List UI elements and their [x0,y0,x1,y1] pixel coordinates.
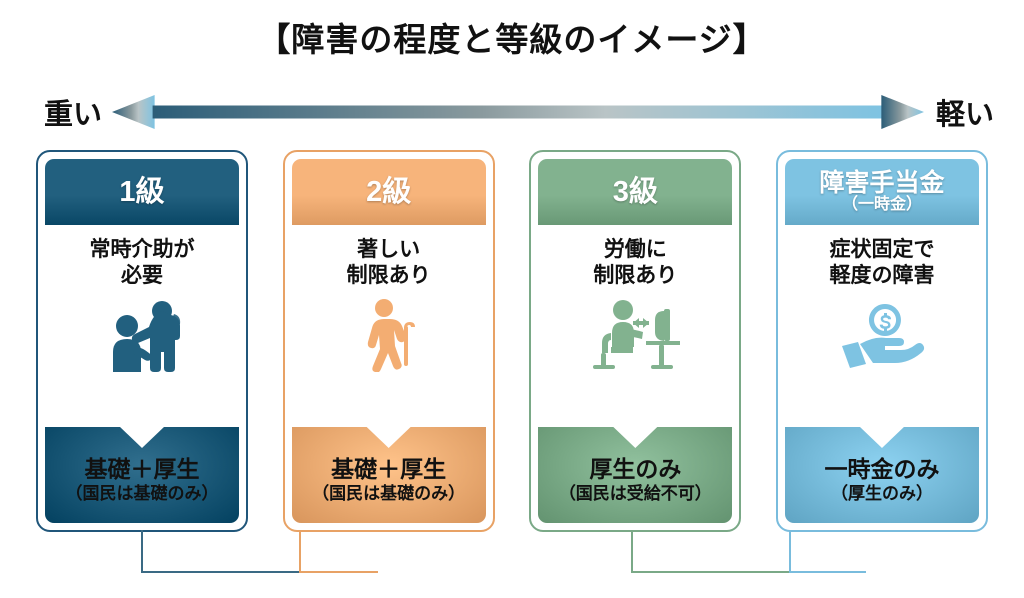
grade-card-1-benefit-note: （国民は基礎のみ） [65,484,219,504]
chevron-down-notch-icon [365,426,412,448]
hand-coin-icon [836,296,928,374]
grade-card-allowance[interactable]: 障害手当金 （一時金） 症状固定で 軽度の障害 [775,150,988,532]
desk-worker-icon [589,296,681,374]
grade-card-3-benefit-note: （国民は受給不可） [558,484,712,504]
grade-card-3-header: 3級 [538,159,733,225]
grade-card-allowance-footer: 一時金のみ （厚生のみ） [784,426,979,523]
grade-card-1-title: 1級 [119,175,165,208]
grade-card-1-header: 1級 [45,159,239,225]
grade-card-allowance-benefit-note: （厚生のみ） [830,484,933,504]
grade-card-allowance-description: 症状固定で 軽度の障害 [829,238,935,288]
grade-card-3-description: 労働に 制限あり [593,238,678,288]
grade-card-2-benefit: 基礎＋厚生 [331,455,447,482]
grade-card-list: 1級 常時介助が 必要 [0,150,1024,540]
grade-card-2-footer: 基礎＋厚生 （国民は基礎のみ） [291,426,486,523]
walking-cane-icon [343,296,435,374]
page-title: 【障害の程度と等級のイメージ】 [257,21,767,58]
grade-card-allowance-title: 障害手当金 [819,169,945,198]
grade-card-3-title: 3級 [612,175,658,208]
grade-card-allowance-benefit: 一時金のみ [824,455,940,482]
caregiver-assist-icon [96,296,188,374]
grade-card-2-header: 2級 [291,159,486,225]
grade-card-1-footer: 基礎＋厚生 （国民は基礎のみ） [45,426,239,523]
grade-card-allowance-header: 障害手当金 （一時金） [784,159,979,225]
chevron-down-notch-icon [119,426,165,448]
axis-label-heavy: 重い [44,99,103,131]
axis-label-light: 軽い [935,99,994,131]
grade-card-1[interactable]: 1級 常時介助が 必要 [36,150,248,532]
severity-axis: 重い 軽い [0,86,1024,138]
arrow-left-icon [112,95,155,129]
grade-card-3-footer: 厚生のみ （国民は受給不可） [538,426,733,523]
grade-card-allowance-body: 症状固定で 軽度の障害 [784,225,979,427]
grade-card-1-body: 常時介助が 必要 [45,225,239,427]
grade-card-allowance-subtitle: （一時金） [841,196,922,214]
grade-card-2-description: 著しい 制限あり [346,238,431,288]
chevron-down-notch-icon [858,426,905,448]
grade-card-2[interactable]: 2級 著しい 制限あり 基礎＋厚生 [282,150,495,532]
grade-card-2-title: 2級 [366,175,412,208]
grade-card-2-body: 著しい 制限あり [291,225,486,427]
arrow-right-icon [881,95,924,129]
grade-card-2-benefit-note: （国民は基礎のみ） [312,484,466,504]
grade-card-1-benefit: 基礎＋厚生 [84,455,200,482]
grade-card-1-description: 常時介助が 必要 [89,238,195,288]
axis-arrow [112,92,924,132]
grade-card-3-body: 労働に 制限あり [538,225,733,427]
grade-card-3[interactable]: 3級 労働に 制限あり [529,150,742,532]
grade-card-3-benefit: 厚生のみ [589,455,682,482]
chevron-down-notch-icon [612,426,659,448]
